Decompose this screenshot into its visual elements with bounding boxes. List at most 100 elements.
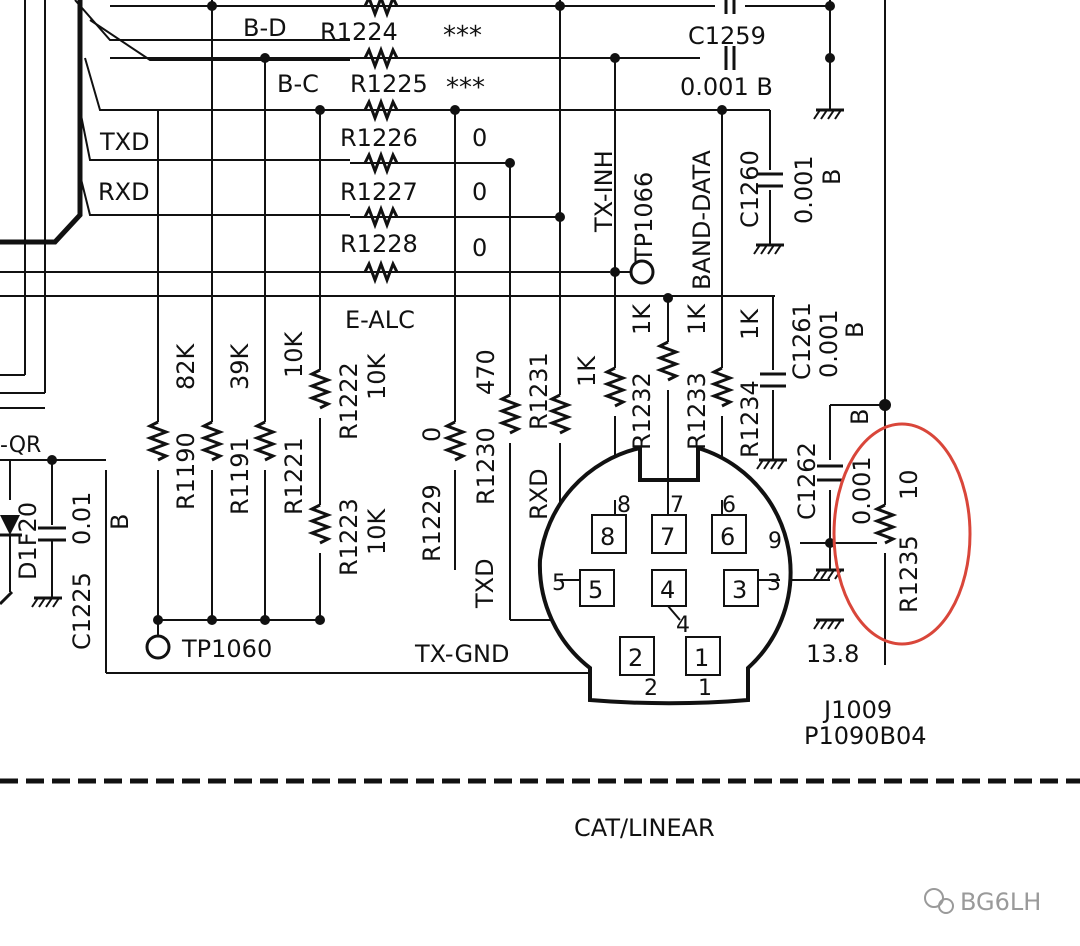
- label-c1262: C1262: [793, 442, 821, 520]
- label-r1229: R1229: [418, 484, 446, 562]
- pin-label-7: 7: [660, 523, 675, 551]
- diode-d1f20: [0, 459, 52, 606]
- label-c1261: C1261: [788, 302, 816, 380]
- label-tp1060: TP1060: [181, 635, 272, 663]
- label-r1226: R1226: [340, 124, 418, 152]
- label-r1234-value: 1K: [736, 308, 764, 340]
- label-r1223: R1223: [335, 498, 363, 576]
- label-r1230-value: 470: [472, 349, 500, 395]
- pin-box-2: [619, 636, 655, 676]
- label-c1225-value: 0.01: [68, 492, 96, 545]
- left-bus-lines: [0, 0, 775, 409]
- label-qr: -QR: [0, 433, 41, 458]
- label-r1227-value: 0: [472, 178, 487, 206]
- chat-logo-icon: [924, 888, 944, 908]
- label-txd-pin: TXD: [471, 558, 499, 609]
- label-r1232: R1232: [628, 372, 656, 450]
- label-r1228: R1228: [340, 230, 418, 258]
- label-r1223-value: 10K: [363, 507, 391, 555]
- pin-box-1: [685, 636, 721, 676]
- label-r1233-value: 1K: [683, 303, 711, 335]
- label-c1262-type: B: [846, 409, 874, 425]
- label-e-alc: E-ALC: [345, 306, 415, 334]
- label-j1009: J1009: [822, 696, 892, 724]
- label-r1227: R1227: [340, 178, 418, 206]
- label-tx-gnd: TX-GND: [414, 640, 509, 668]
- pin-label-2: 2: [628, 644, 643, 672]
- pin-num-8: 8: [617, 493, 631, 518]
- label-r1191-value: 39K: [226, 342, 254, 390]
- label-p1090b04: P1090B04: [804, 722, 927, 750]
- highlight-ellipse: [832, 422, 972, 646]
- pin-num-1: 1: [698, 676, 712, 701]
- label-txd: TXD: [99, 128, 150, 156]
- label-r1226-value: 0: [472, 124, 487, 152]
- label-tp1066: TP1066: [630, 172, 658, 263]
- section-title: CAT/LINEAR: [574, 814, 715, 842]
- watermark: BG6LH: [924, 888, 1041, 916]
- din-connector-j1009: [537, 445, 793, 706]
- test-points: [145, 259, 655, 660]
- label-c1260-type: B: [818, 169, 846, 185]
- label-r1224: R1224: [320, 18, 398, 46]
- vertical-resistors: [145, 340, 898, 553]
- pin-num-6: 6: [722, 493, 736, 518]
- label-c1225-type: B: [106, 514, 134, 530]
- label-r1230: R1230: [472, 427, 500, 505]
- pin-box-3: [723, 569, 759, 607]
- label-c1259-value: 0.001 B: [680, 73, 773, 101]
- label-b-c: B-C: [277, 70, 319, 98]
- label-r1224-value: ***: [443, 21, 482, 51]
- label-r1229-value: 0: [418, 427, 446, 442]
- label-c1261-type: B: [841, 322, 869, 338]
- pin-label-6: 6: [720, 523, 735, 551]
- junction-dots: [47, 1, 891, 625]
- pin-num-9: 9: [768, 529, 782, 554]
- label-r1234: R1234: [736, 380, 764, 458]
- label-band-data: BAND-DATA: [688, 150, 716, 290]
- capacitors: [30, 0, 846, 631]
- pin-label-8: 8: [600, 523, 615, 551]
- label-r1191: R1191: [226, 437, 254, 515]
- label-r1221: R1221: [280, 437, 308, 515]
- label-r1225-value: ***: [446, 73, 485, 103]
- label-r1222-value: 10K: [363, 352, 391, 400]
- pin-num-2: 2: [644, 676, 658, 701]
- label-rxd-pin: RXD: [525, 468, 553, 520]
- pin-label-1: 1: [694, 644, 709, 672]
- label-r1190: R1190: [172, 432, 200, 510]
- pin-label-4: 4: [660, 576, 675, 604]
- label-c1259: C1259: [688, 22, 766, 50]
- label-supply: 13.8: [806, 640, 859, 668]
- label-r1231-value: 1K: [573, 355, 601, 387]
- label-rxd: RXD: [98, 178, 150, 206]
- pin-num-7: 7: [670, 493, 684, 518]
- pin-num-5: 5: [552, 571, 566, 596]
- pin-box-8: [591, 514, 627, 554]
- pin-label-5: 5: [588, 576, 603, 604]
- label-d1f20: D1F20: [14, 502, 42, 580]
- label-r1232-value: 1K: [628, 303, 656, 335]
- watermark-text: BG6LH: [960, 888, 1041, 916]
- label-r1221-value: 10K: [280, 330, 308, 378]
- pin-num-3: 3: [767, 571, 781, 596]
- label-r1225: R1225: [350, 70, 428, 98]
- label-c1262-value: 0.001: [848, 456, 876, 525]
- label-tx-inh: TX-INH: [590, 150, 618, 233]
- label-c1260-value: 0.001: [790, 155, 818, 224]
- label-r1231: R1231: [525, 352, 553, 430]
- pin-box-6: [711, 514, 747, 554]
- label-c1260: C1260: [736, 150, 764, 228]
- label-r1228-value: 0: [472, 234, 487, 262]
- label-r1233: R1233: [683, 372, 711, 450]
- label-r1190-value: 82K: [172, 342, 200, 390]
- label-b-d: B-D: [243, 14, 287, 42]
- pin-num-4: 4: [676, 613, 690, 638]
- label-r1222: R1222: [335, 362, 363, 440]
- label-r1235-value: 10: [895, 469, 923, 500]
- label-c1225: C1225: [68, 572, 96, 650]
- pin-box-5: [579, 569, 615, 607]
- label-r1235: R1235: [895, 535, 923, 613]
- pin-label-3: 3: [732, 576, 747, 604]
